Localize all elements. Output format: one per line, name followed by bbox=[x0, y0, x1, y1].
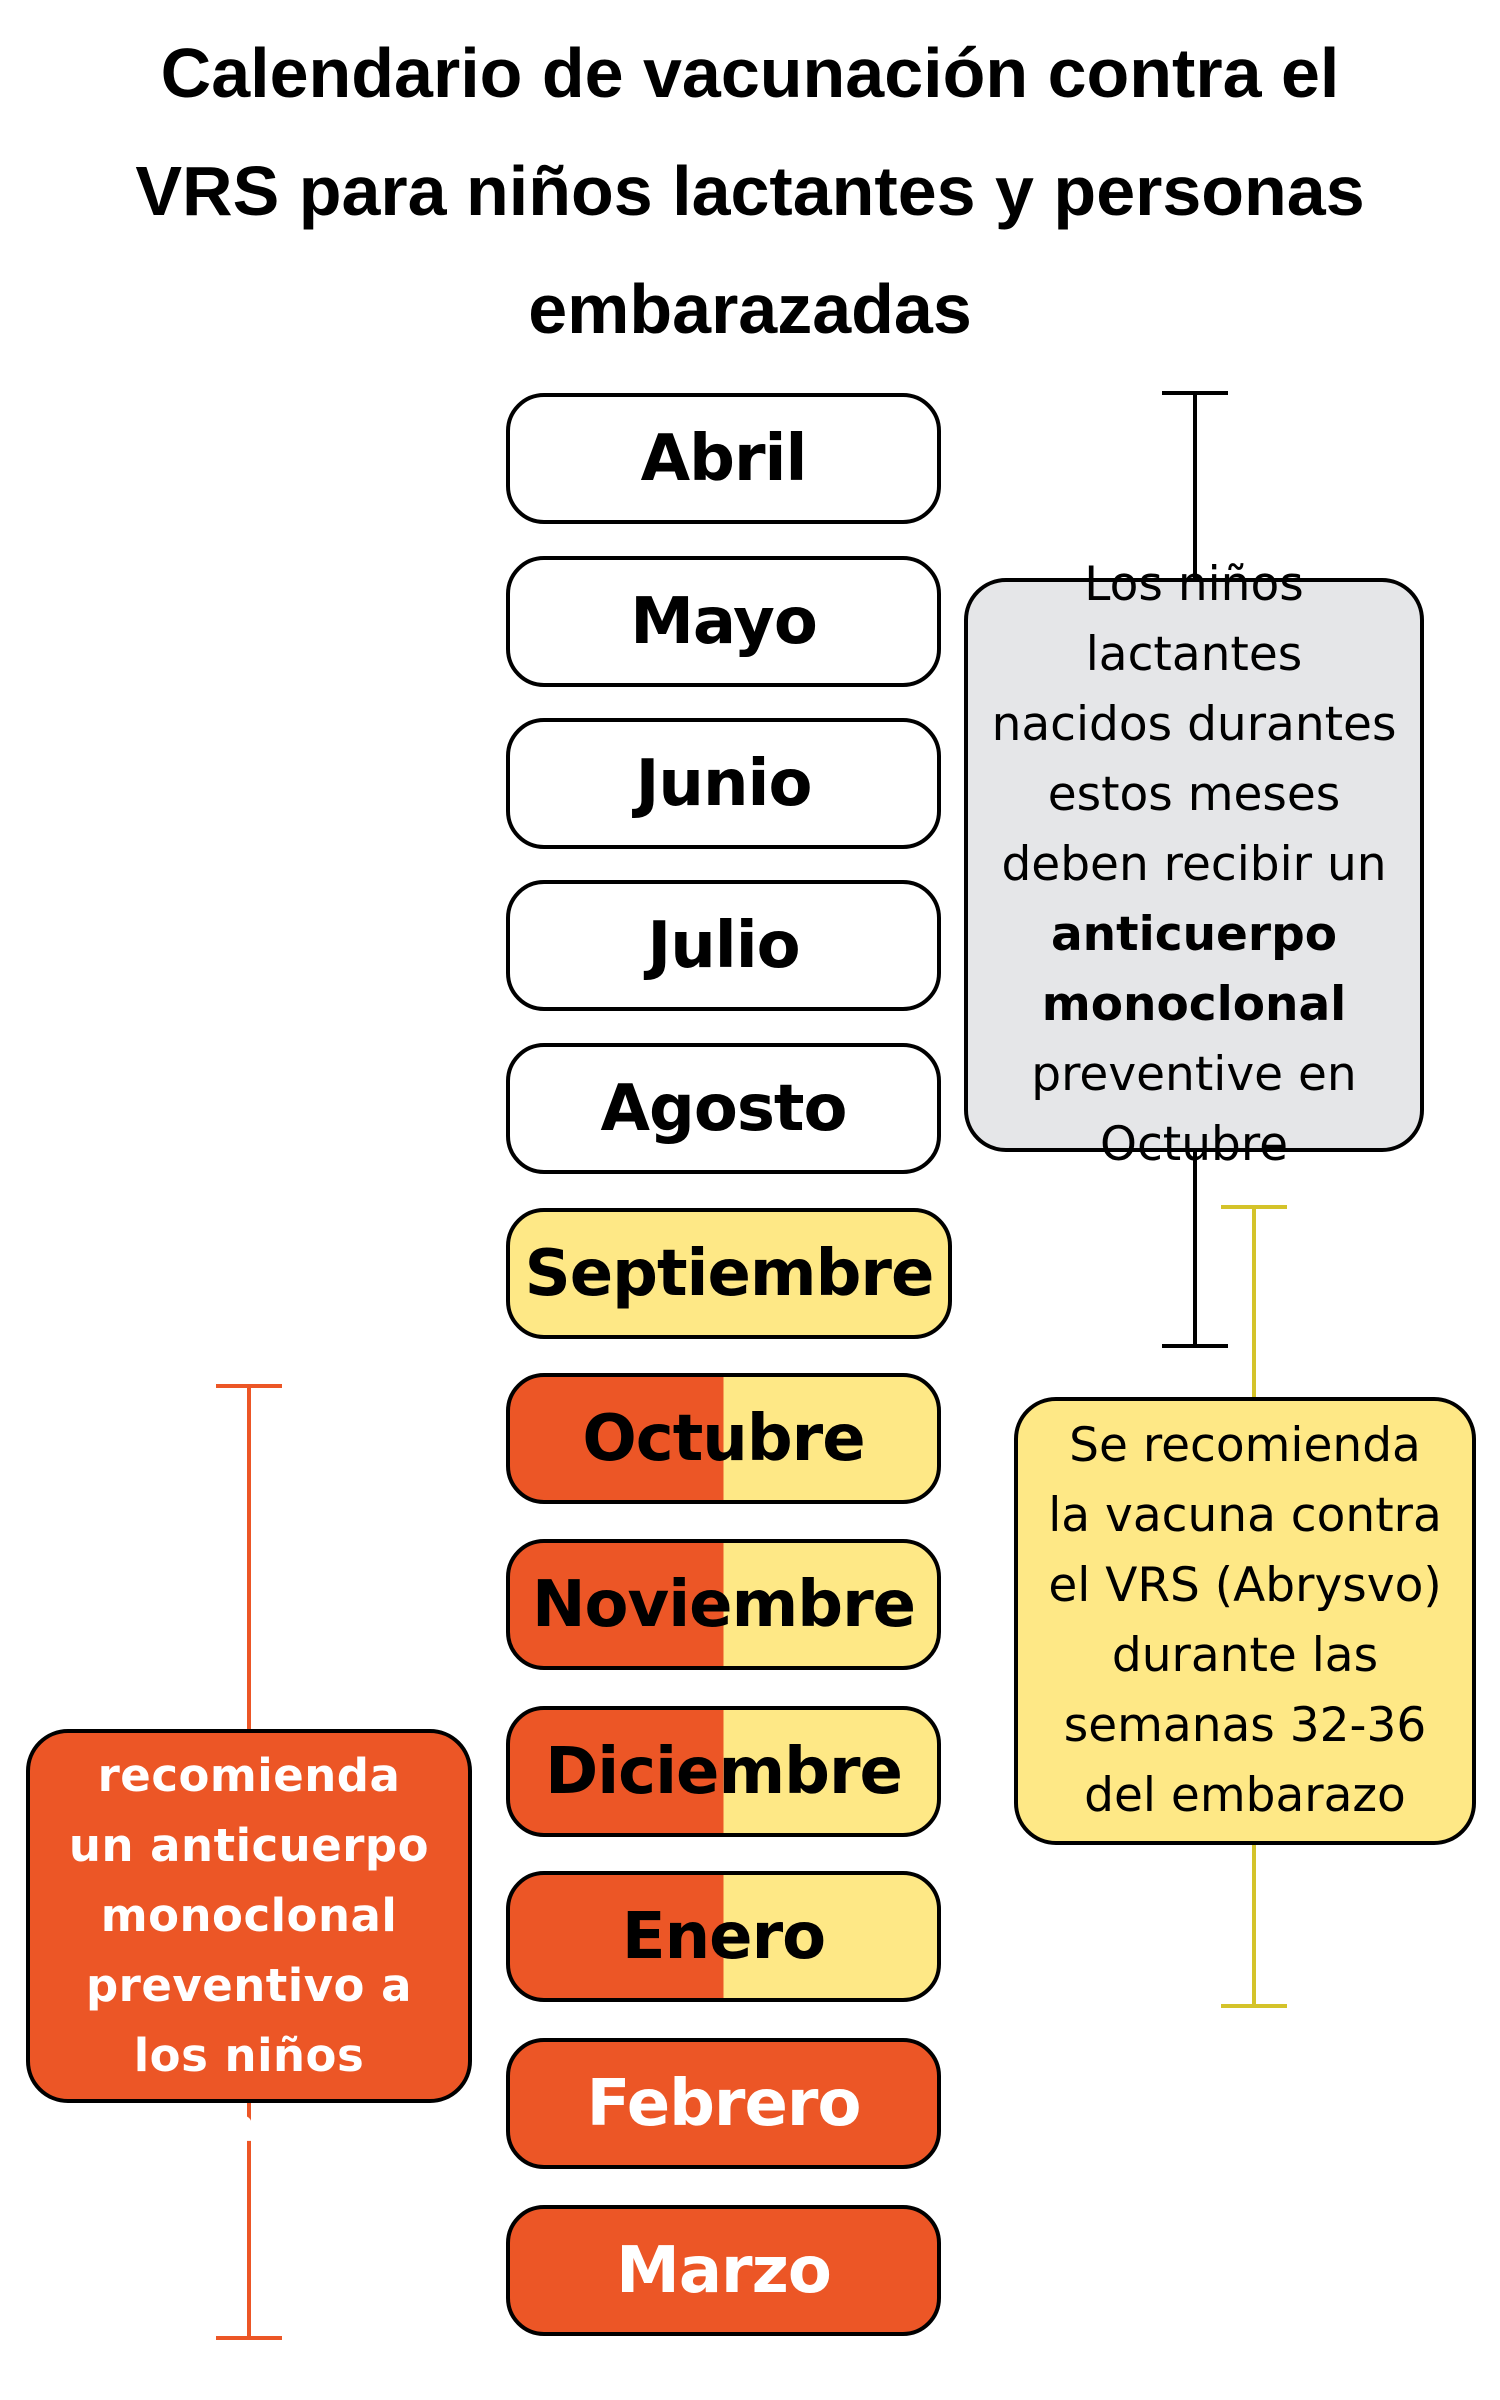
yellow-range-cap-bottom bbox=[1221, 2004, 1287, 2008]
infant-note-gray: Los niños lactantes nacidos durantes est… bbox=[964, 557, 1424, 1172]
month-febrero: Febrero bbox=[506, 2038, 941, 2169]
month-mayo: Mayo bbox=[506, 556, 941, 687]
gray-range-cap-top bbox=[1162, 391, 1228, 395]
pregnancy-note: Se recomienda la vacuna contra el VRS (A… bbox=[1014, 1397, 1476, 1845]
infant-note-orange-text: Se recomienda un anticuerpo monoclonal p… bbox=[68, 1679, 430, 2152]
month-agosto: Agosto bbox=[506, 1043, 941, 1174]
month-septiembre: Septiembre bbox=[506, 1208, 952, 1339]
note-text: preventive en Octubre bbox=[1031, 1047, 1357, 1172]
month-noviembre: Noviembre bbox=[506, 1539, 941, 1670]
note-bold-text: anticuerpo monoclonal bbox=[1041, 907, 1347, 1032]
month-junio: Junio bbox=[506, 718, 941, 849]
note-text: Los niños lactantes nacidos durantes est… bbox=[991, 557, 1397, 892]
infant-note-gray-text: Los niños lactantes nacidos durantes est… bbox=[988, 550, 1400, 1180]
orange-range-cap-bottom bbox=[216, 2336, 282, 2340]
orange-range-cap-top bbox=[216, 1384, 282, 1388]
month-diciembre: Diciembre bbox=[506, 1706, 941, 1837]
page-title: Calendario de vacunación contra el VRS p… bbox=[0, 14, 1500, 368]
month-octubre: Octubre bbox=[506, 1373, 941, 1504]
month-julio: Julio bbox=[506, 880, 941, 1011]
title-line: Calendario de vacunación contra el bbox=[160, 34, 1340, 112]
infant-note-orange: Se recomienda un anticuerpo monoclonal p… bbox=[26, 1679, 472, 2152]
title-line: VRS para niños lactantes y personas bbox=[135, 152, 1365, 230]
yellow-range-cap-top bbox=[1221, 1205, 1287, 1209]
month-marzo: Marzo bbox=[506, 2205, 941, 2336]
month-abril: Abril bbox=[506, 393, 941, 524]
title-line: embarazadas bbox=[528, 270, 972, 348]
pregnancy-note-text: Se recomienda la vacuna contra el VRS (A… bbox=[1048, 1418, 1442, 1823]
gray-range-cap-bottom bbox=[1162, 1344, 1228, 1348]
month-enero: Enero bbox=[506, 1871, 941, 2002]
